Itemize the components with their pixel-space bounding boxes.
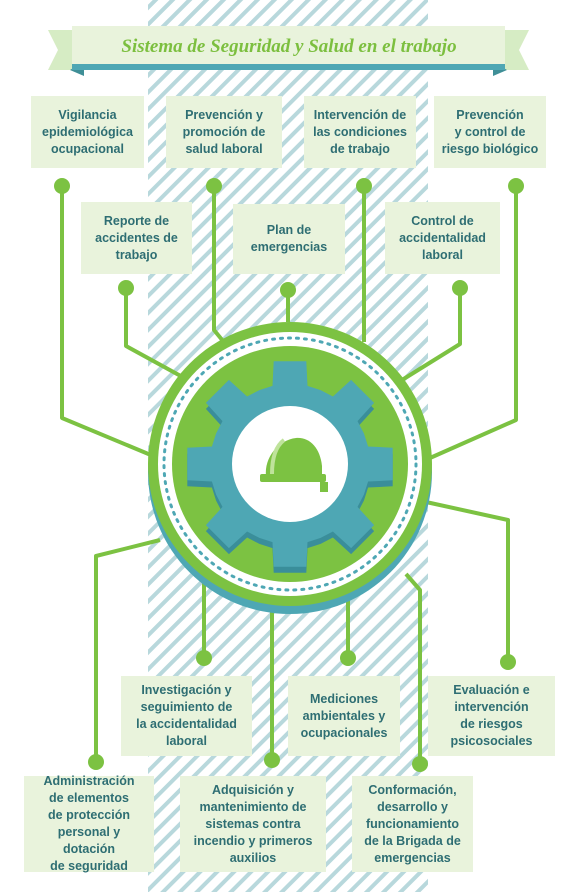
dot-reporte <box>118 280 134 296</box>
page-title: Sistema de Seguridad y Salud en el traba… <box>121 36 457 57</box>
dot-brigada <box>412 756 428 772</box>
box-control-accidentalidad: Control de accidentalidad laboral <box>385 202 500 274</box>
dot-prevencion-promocion <box>206 178 222 194</box>
connector-reporte <box>124 288 189 382</box>
box-mediciones: Mediciones ambientales y ocupacionales <box>288 676 400 756</box>
dot-evaluacion <box>500 654 516 670</box>
connector-dots <box>54 178 524 772</box>
connector-evaluacion <box>425 500 510 662</box>
connector-vigilancia <box>60 186 159 460</box>
box-brigada: Conformación, desarrollo y funcionamient… <box>352 776 473 872</box>
connector-administracion <box>94 538 161 762</box>
connector-control <box>400 288 462 382</box>
dot-mediciones <box>340 650 356 666</box>
connector-brigada <box>404 572 422 764</box>
box-prevencion-promocion: Prevención y promoción de salud laboral <box>166 96 282 168</box>
box-prevencion-biologico: Prevención y control de riesgo biológico <box>434 96 546 168</box>
box-investigacion: Investigación y seguimiento de la accide… <box>121 676 252 756</box>
box-intervencion-condiciones: Intervención de las condiciones de traba… <box>304 96 416 168</box>
connector-prevencion-biologico <box>429 186 518 460</box>
dot-plan <box>280 282 296 298</box>
box-evaluacion-psicosociales: Evaluación e intervención de riesgos psi… <box>428 676 555 756</box>
box-plan-emergencias: Plan de emergencias <box>233 204 345 274</box>
dot-prevencion-biologico <box>508 178 524 194</box>
title-ribbon <box>48 26 529 76</box>
box-sistemas-incendio: Adquisición y mantenimiento de sistemas … <box>180 776 326 872</box>
box-administracion-epp: Administración de elementos de protecció… <box>24 774 154 873</box>
dot-intervencion <box>356 178 372 194</box>
dot-administracion <box>88 754 104 770</box>
dot-vigilancia <box>54 178 70 194</box>
box-vigilancia: Vigilancia epidemiológica ocupacional <box>31 96 144 168</box>
dot-sistemas <box>264 752 280 768</box>
dot-control <box>452 280 468 296</box>
box-reporte-accidentes: Reporte de accidentes de trabajo <box>81 202 192 274</box>
hard-hat-icon <box>232 406 348 522</box>
dot-investigacion <box>196 650 212 666</box>
